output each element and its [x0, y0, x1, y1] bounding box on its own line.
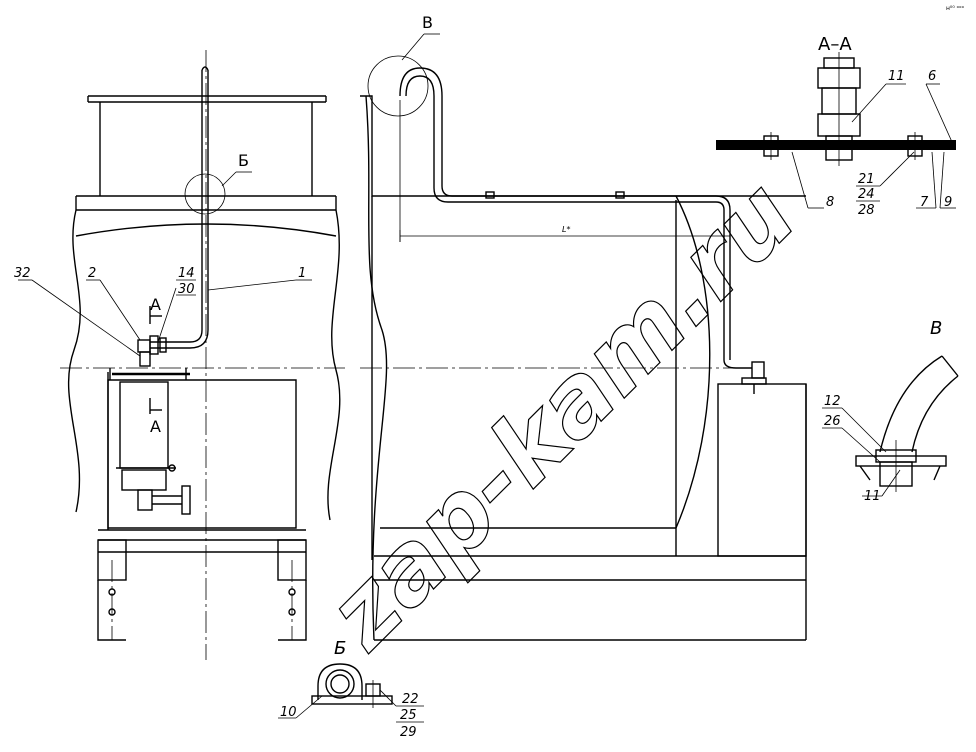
callout-12: 12 — [824, 394, 841, 409]
callout-25: 25 — [400, 708, 417, 723]
view-b-callout: Б — [238, 151, 249, 170]
callout-11: 11 — [888, 69, 905, 84]
section-aa-title: А–А — [818, 34, 852, 55]
callout-6: 6 — [928, 69, 936, 84]
corner-mark: н⁰⁰ ᵒᵒᵒ — [946, 5, 965, 12]
callout-10: 10 — [280, 705, 297, 720]
dimension-label: L* — [562, 225, 570, 234]
section-aa: А–А — [716, 34, 956, 166]
callout-11-detail: 11 — [864, 489, 881, 504]
leader-lines — [18, 33, 956, 723]
callout-2: 2 — [88, 266, 96, 281]
callout-30: 30 — [178, 282, 195, 297]
middle-view: L* — [360, 55, 807, 641]
callout-9: 9 — [944, 195, 952, 210]
callout-labels: 32 2 14 30 1 А А Б В 11 6 21 24 28 7 9 8… — [14, 13, 952, 740]
view-b-detail: Б — [311, 638, 393, 708]
callout-26: 26 — [824, 414, 841, 429]
section-mark-a-top: А — [150, 295, 161, 314]
view-v-detail: В — [855, 318, 959, 492]
callout-8: 8 — [826, 195, 834, 210]
view-b-title: Б — [334, 638, 346, 659]
callout-28: 28 — [858, 203, 875, 218]
callout-32: 32 — [14, 266, 31, 281]
callout-22: 22 — [402, 692, 419, 707]
left-view — [60, 50, 345, 660]
view-v-callout: В — [422, 13, 433, 32]
callout-14: 14 — [178, 266, 195, 281]
callout-21: 21 — [858, 172, 875, 187]
callout-24: 24 — [858, 187, 875, 202]
section-mark-a-bottom: А — [150, 417, 161, 436]
view-v-title: В — [930, 318, 942, 339]
callout-1: 1 — [298, 266, 306, 281]
callout-7: 7 — [920, 195, 929, 210]
callout-29: 29 — [400, 725, 417, 740]
